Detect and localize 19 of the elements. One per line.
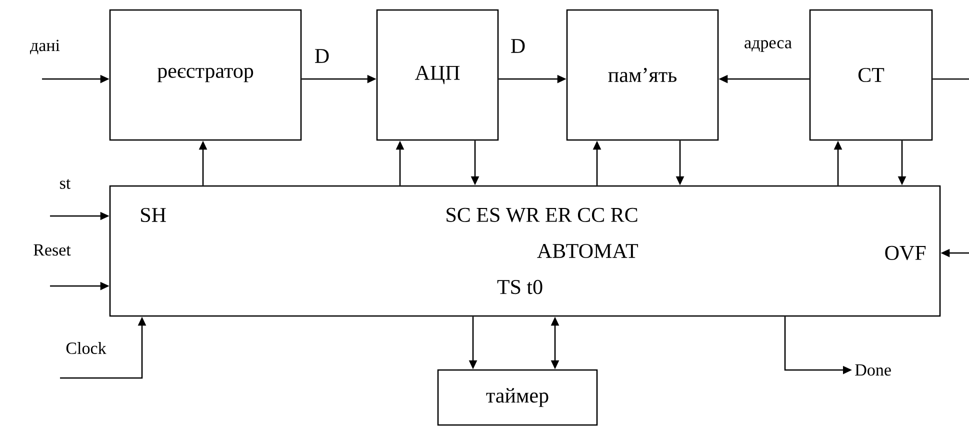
edge-label: адреса xyxy=(743,39,793,53)
block-box: реєстратор xyxy=(109,9,302,141)
signal-label: TS t0 xyxy=(497,280,542,294)
block-box: АЦП xyxy=(376,9,499,141)
control-unit-box xyxy=(109,185,941,317)
edge-label: D xyxy=(313,48,331,64)
edge-label: Clock xyxy=(64,341,108,355)
edge-label: дані xyxy=(29,38,62,56)
edge-label: Reset xyxy=(32,243,72,257)
block-box: пам’ять xyxy=(566,9,719,141)
signal-label: OVF xyxy=(885,246,926,260)
signal-label: АВТОМАТ xyxy=(537,244,638,258)
signal-label: SC ES WR ER CC RC xyxy=(446,208,638,222)
signal-label: Done xyxy=(855,364,891,376)
signal-label: SH xyxy=(141,208,166,222)
block-box: CT xyxy=(809,9,933,141)
edge-label: D xyxy=(509,38,527,54)
edge-label: st xyxy=(58,178,72,190)
block-box: таймер xyxy=(437,369,598,426)
